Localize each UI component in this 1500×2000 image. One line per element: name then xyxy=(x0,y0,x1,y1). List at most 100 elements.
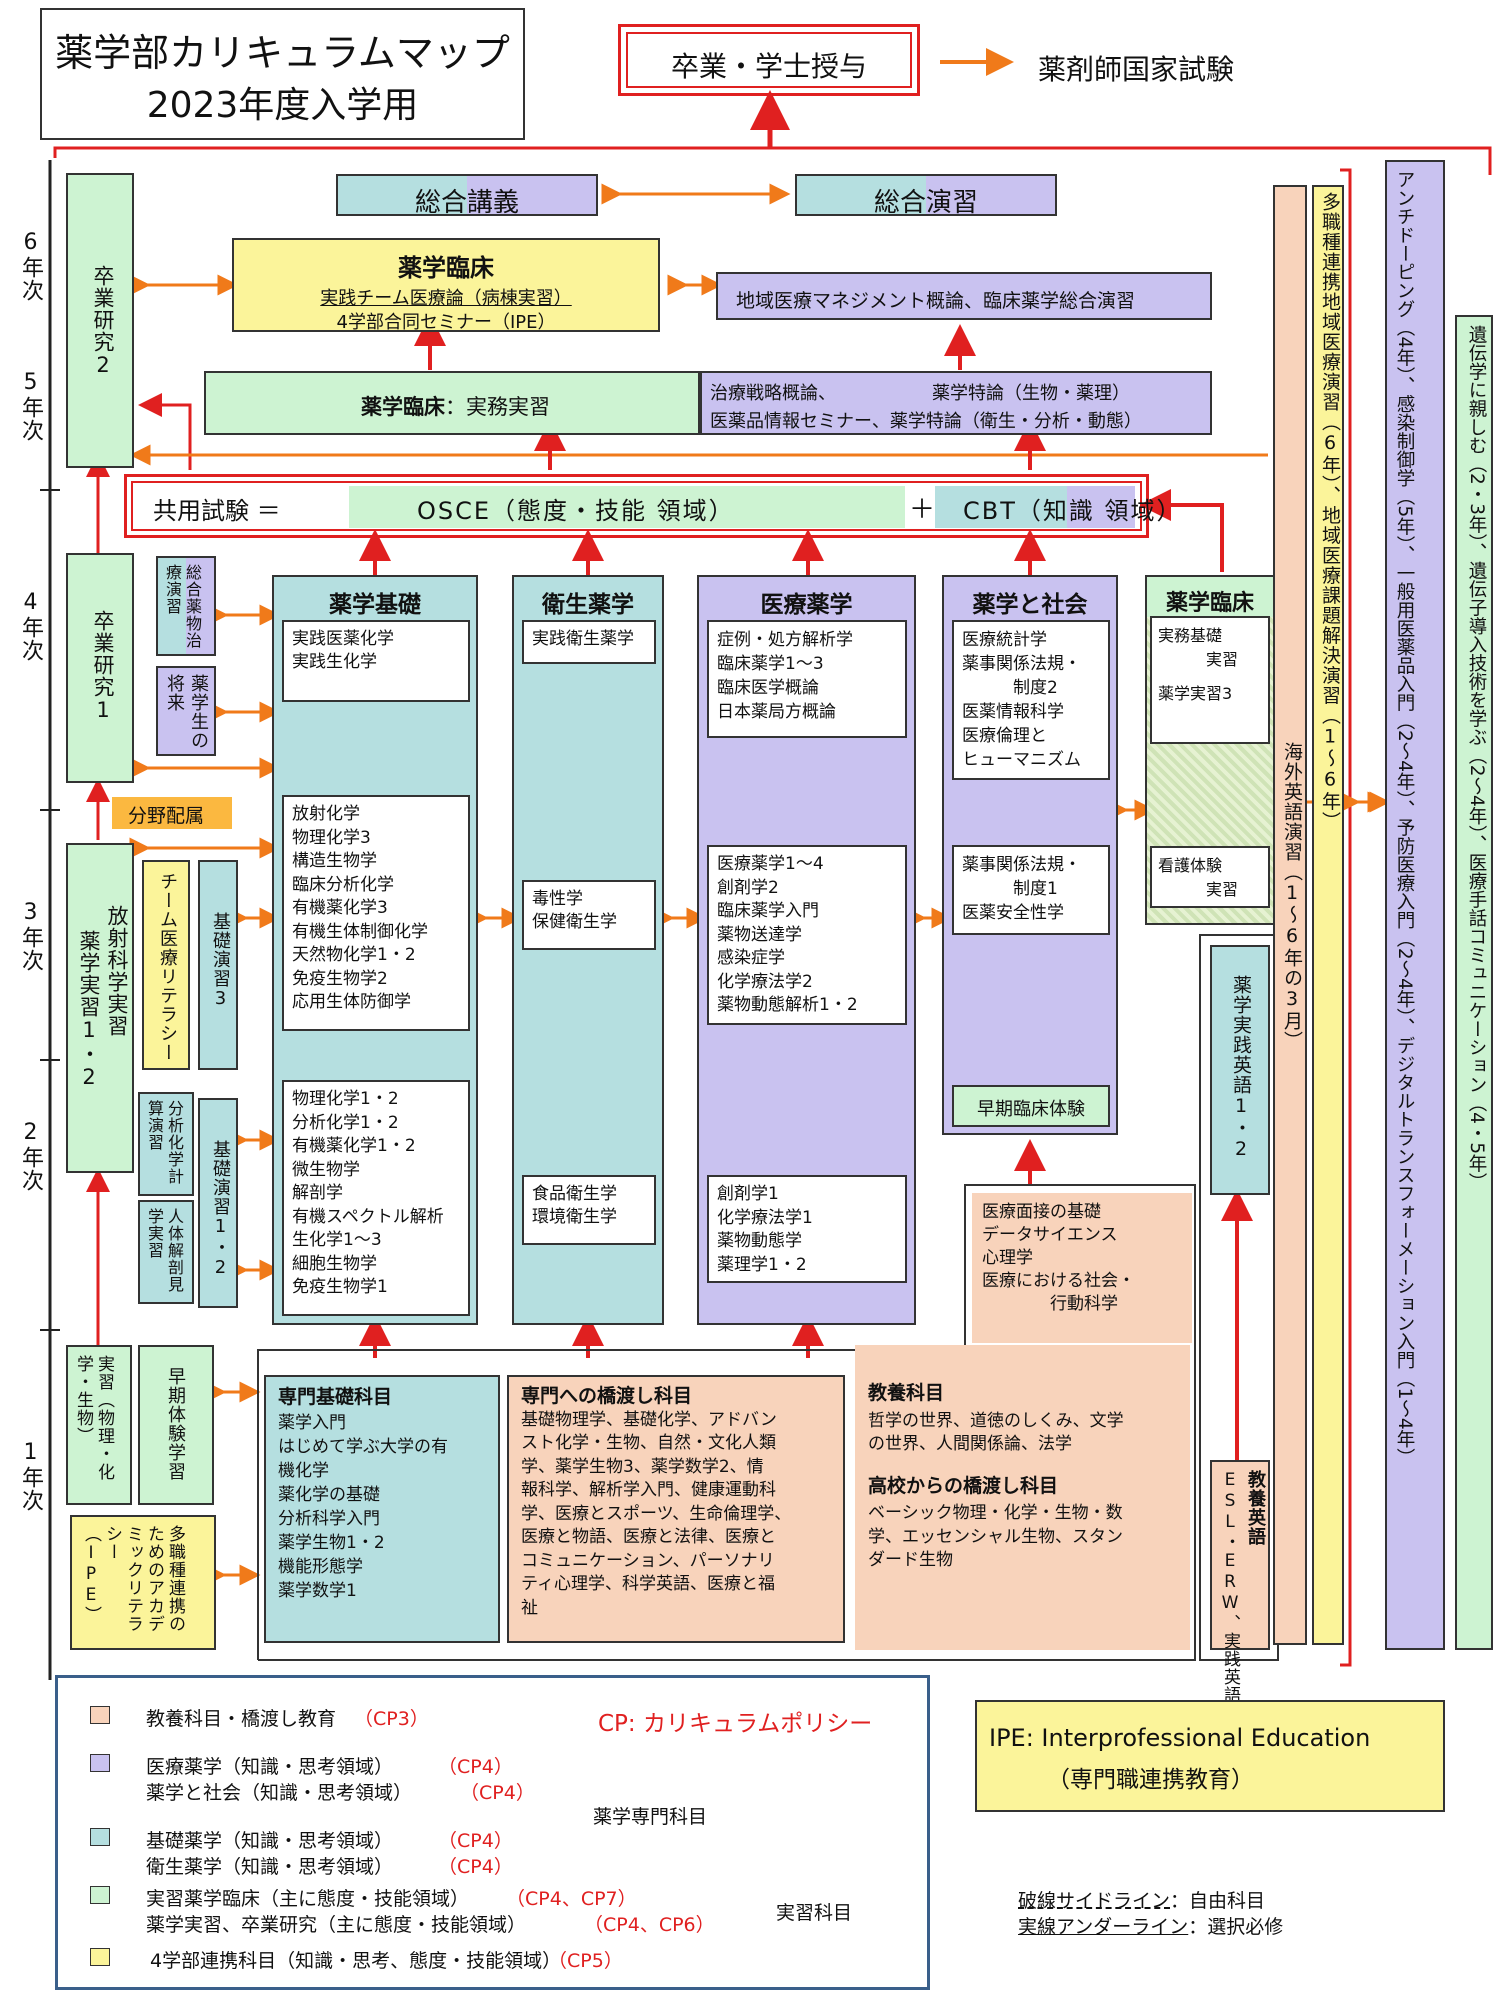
iryo-y2-item: 薬物動態学 xyxy=(717,1231,802,1251)
kiso-y3-item: 応用生体防御学 xyxy=(292,992,411,1012)
ipe-note-line1: IPE: Interprofessional Education xyxy=(989,1724,1371,1752)
kyoyo-line: の世界、人間関係論、法学 xyxy=(868,1434,1072,1454)
sotsuken1-label: 卒業研究1 xyxy=(91,610,115,723)
jissen-eigo-box: 薬学実践英語1・2 xyxy=(1210,945,1270,1195)
iryo-title: 医療薬学 xyxy=(760,592,853,618)
koko-line: ダード生物 xyxy=(868,1550,953,1570)
legend-item-text: 薬学実習、卒業研究（主に態度・技能領域） xyxy=(146,1914,527,1936)
free-bar-2-label: 遺伝学に親しむ（2・3年）、遺伝子導入技術を学ぶ（2～4年）、医療手話コミュニケ… xyxy=(1466,325,1487,1192)
solid-desc: ：選択必修 xyxy=(1188,1916,1284,1938)
graduation-box: 卒業・学士授与 xyxy=(618,24,920,96)
legend-swatch xyxy=(90,1948,110,1966)
year-3: 3年次 xyxy=(18,900,43,972)
hashiwatashi-line: 学、薬学生物3、薬学数学2、情 xyxy=(521,1456,764,1477)
iryo-y2-item: 薬理学1・2 xyxy=(717,1254,807,1275)
legend-item-cp: （CP4） xyxy=(438,1830,513,1852)
legend-swatch xyxy=(90,1886,110,1904)
kiso-y2-item: 細胞生物学 xyxy=(292,1253,377,1274)
iryo-y2-item: 化学療法学1 xyxy=(717,1207,813,1228)
bunya-box: 分野配属 xyxy=(112,797,232,829)
soki-box: 早期体験学習 xyxy=(138,1345,214,1505)
kiso-y3-item: 放射化学 xyxy=(292,804,360,824)
shorai-box: 薬学生の将来 xyxy=(156,666,216,756)
sogo-enshu-box: 総合演習 xyxy=(795,174,1057,218)
shakai-y3-item: 薬事関係法規・ xyxy=(962,855,1081,875)
shakai-y3-item: 制度1 xyxy=(962,879,1058,899)
kiso-y2-item: 免疫生物学1 xyxy=(292,1277,388,1297)
kiso3-label: 基礎演習3 xyxy=(210,912,231,1010)
senryaku-line2: 医薬品情報セミナー、薬学特論（衛生・分析・動態） xyxy=(710,411,1142,432)
sotsuken2-box: 卒業研究2 xyxy=(66,173,134,468)
hashiwatashi-line: 医療と物語、医療と法律、医療と xyxy=(521,1527,776,1547)
title-line2: 2023年度入学用 xyxy=(146,85,419,126)
kango-item: 実習 xyxy=(1158,880,1239,899)
legend-item-cp: （CP4） xyxy=(460,1782,535,1804)
rinsho6-box: 薬学臨床 実践チーム医療論（病棟実習） 4学部合同セミナー（IPE） xyxy=(232,238,660,333)
psych-item: 行動科学 xyxy=(982,1294,1118,1314)
legend-item-text: 衛生薬学（知識・思考領域） xyxy=(146,1856,394,1878)
psych-item: 医療面接の基礎 xyxy=(982,1202,1101,1222)
rinsho4-item: 実習 xyxy=(1158,650,1239,669)
kyoyo-title: 教養科目 xyxy=(868,1382,945,1404)
senmon-kiso-item: 薬学入門 xyxy=(278,1413,346,1433)
kiso-y3-item: 免疫生物学2 xyxy=(292,968,388,989)
eisei-title: 衛生薬学 xyxy=(542,592,634,618)
iryo-y3-item: 感染症学 xyxy=(717,948,785,968)
group2-label: 実習科目 xyxy=(776,1902,853,1924)
kango-box: 看護体験 実習 xyxy=(1150,846,1270,908)
rinsho6-line2: 4学部合同セミナー（IPE） xyxy=(336,312,556,333)
hashiwatashi-line: スト化学・生物、自然・文化人類 xyxy=(521,1433,776,1453)
ipe-literacy-box: 多職種連携のためのアカデミックリテラシー（IPE） xyxy=(70,1515,216,1650)
hashiwatashi-line: コミュニケーション、パーソナリ xyxy=(521,1550,775,1571)
kiso-y2-item: 生化学1～3 xyxy=(292,1230,382,1250)
psych-item: 医療における社会・ xyxy=(982,1271,1135,1291)
rinsho5-rest: ：実務実習 xyxy=(445,395,550,419)
hashiwatashi-line: ティ心理学、科学英語、医療と福 xyxy=(521,1574,775,1594)
kiso12-box: 基礎演習1・2 xyxy=(198,1098,238,1308)
eisei-y2-item: 環境衛生学 xyxy=(532,1207,617,1227)
legend-item-cp: （CP3） xyxy=(354,1708,429,1730)
legend-item-cp: （CP4、CP6） xyxy=(584,1914,715,1936)
rinsho5-label: 薬学臨床：実務実習 xyxy=(361,391,550,421)
senmon-kiso-box: 専門基礎科目 薬学入門 はじめて学ぶ大学の有 機化学 薬化学の基礎 分析科学入門… xyxy=(264,1375,500,1643)
iryo-y3-item: 化学療法学2 xyxy=(717,971,813,992)
legend-item-text: 基礎薬学（知識・思考領域） xyxy=(146,1830,394,1852)
senryaku-box: 治療戦略概論、 薬学特論（生物・薬理） 医薬品情報セミナー、薬学特論（衛生・分析… xyxy=(700,371,1212,435)
cp-title: CP: カリキュラムポリシー xyxy=(598,1711,873,1737)
team-box: チーム医療リテラシー xyxy=(142,860,190,1070)
group1-label: 薬学専門科目 xyxy=(593,1806,708,1828)
eisei-y3-box: 毒性学 保健衛生学 xyxy=(522,880,656,950)
dashed-desc: ：自由科目 xyxy=(1170,1890,1266,1912)
map-title: 薬学部カリキュラムマップ 2023年度入学用 xyxy=(40,8,525,140)
eisei-y3-item: 毒性学 xyxy=(532,889,583,909)
koko-title: 高校からの橋渡し科目 xyxy=(868,1474,1059,1497)
jintai-box: 人体解剖見学実習 xyxy=(138,1200,194,1304)
senmon-kiso-item: 分析科学入門 xyxy=(278,1509,380,1529)
iryo-y2-item: 創剤学1 xyxy=(717,1184,779,1204)
kiso-y3-item: 構造生物学 xyxy=(292,851,377,871)
kiso-y4-box: 実践医薬化学 実践生化学 xyxy=(282,620,470,702)
shakai-y4-item: 医療統計学 xyxy=(962,630,1047,650)
free-bar-1: アンチドーピング（4年）、感染制御学（5年）、一般用医薬品入門（2～4年）、予防… xyxy=(1385,160,1445,1650)
senmon-kiso-title: 専門基礎科目 xyxy=(278,1386,393,1408)
eisei-y3-item: 保健衛生学 xyxy=(532,912,617,932)
free-bar-1-label: アンチドーピング（4年）、感染制御学（5年）、一般用医薬品入門（2～4年）、予防… xyxy=(1394,170,1415,1467)
koko-line: 学、エッセンシャル生物、スタン xyxy=(868,1526,1123,1547)
sogo-kogi-label: 総合講義 xyxy=(414,188,519,218)
bunya-label: 分野配属 xyxy=(128,805,205,827)
bunseki-label: 分析化学計算演習 xyxy=(145,1100,184,1185)
legend-box: 教養科目・橋渡し教育 （CP3） CP: カリキュラムポリシー 医療薬学（知識・… xyxy=(55,1675,930,1990)
soki-rinsho-box: 早期臨床体験 xyxy=(952,1085,1110,1127)
year-5: 5年次 xyxy=(18,370,43,442)
rinsho6-title: 薬学臨床 xyxy=(398,254,494,282)
hashiwatashi-line: 祉 xyxy=(521,1597,538,1618)
shakai-y3-item: 医薬安全性学 xyxy=(962,903,1064,923)
shakai-y4-item: ヒューマニズム xyxy=(962,750,1081,770)
hashiwatashi-line: 報科学、解析学入門、健康運動科 xyxy=(521,1480,776,1500)
shorai-label: 薬学生の将来 xyxy=(164,674,209,750)
rinsho6-line1: 実践チーム医療論（病棟実習） xyxy=(320,288,572,309)
year-1: 1年次 xyxy=(18,1440,43,1512)
iryo-y2-box: 創剤学1 化学療法学1 薬物動態学 薬理学1・2 xyxy=(707,1175,907,1283)
iryo-y3-box: 医療薬学1～4 創剤学2 臨床薬学入門 薬物送達学 感染症学 化学療法学2 薬物… xyxy=(707,845,907,1025)
jintai-label: 人体解剖見学実習 xyxy=(145,1208,184,1293)
